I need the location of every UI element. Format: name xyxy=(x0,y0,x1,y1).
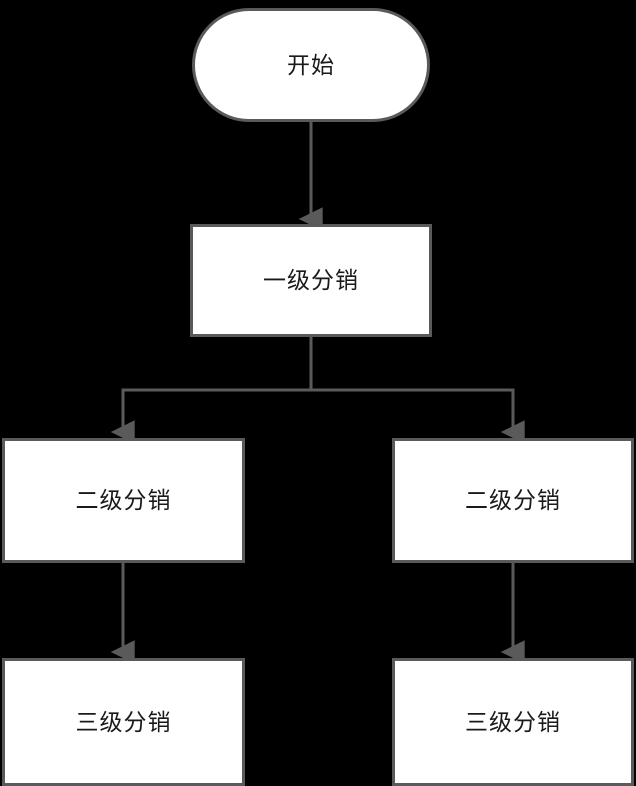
node-level2-left-label: 二级分销 xyxy=(75,487,172,513)
node-level1-label: 一级分销 xyxy=(263,267,359,293)
node-level1-distribution[interactable]: 一级分销 xyxy=(190,224,432,337)
node-level3-distribution-left[interactable]: 三级分销 xyxy=(2,658,245,786)
node-level2-distribution-right[interactable]: 二级分销 xyxy=(392,438,634,563)
node-level3-left-label: 三级分销 xyxy=(75,708,172,735)
edge-level1-to-level2-left xyxy=(110,337,313,444)
node-level2-distribution-left[interactable]: 二级分销 xyxy=(2,438,245,563)
edge-level1-to-level2-right xyxy=(309,337,525,444)
node-start[interactable]: 开始 xyxy=(192,8,430,122)
node-level3-distribution-right[interactable]: 三级分销 xyxy=(392,658,634,786)
node-level3-right-label: 三级分销 xyxy=(465,708,561,735)
node-level2-right-label: 二级分销 xyxy=(465,487,561,513)
node-start-label: 开始 xyxy=(287,51,335,78)
